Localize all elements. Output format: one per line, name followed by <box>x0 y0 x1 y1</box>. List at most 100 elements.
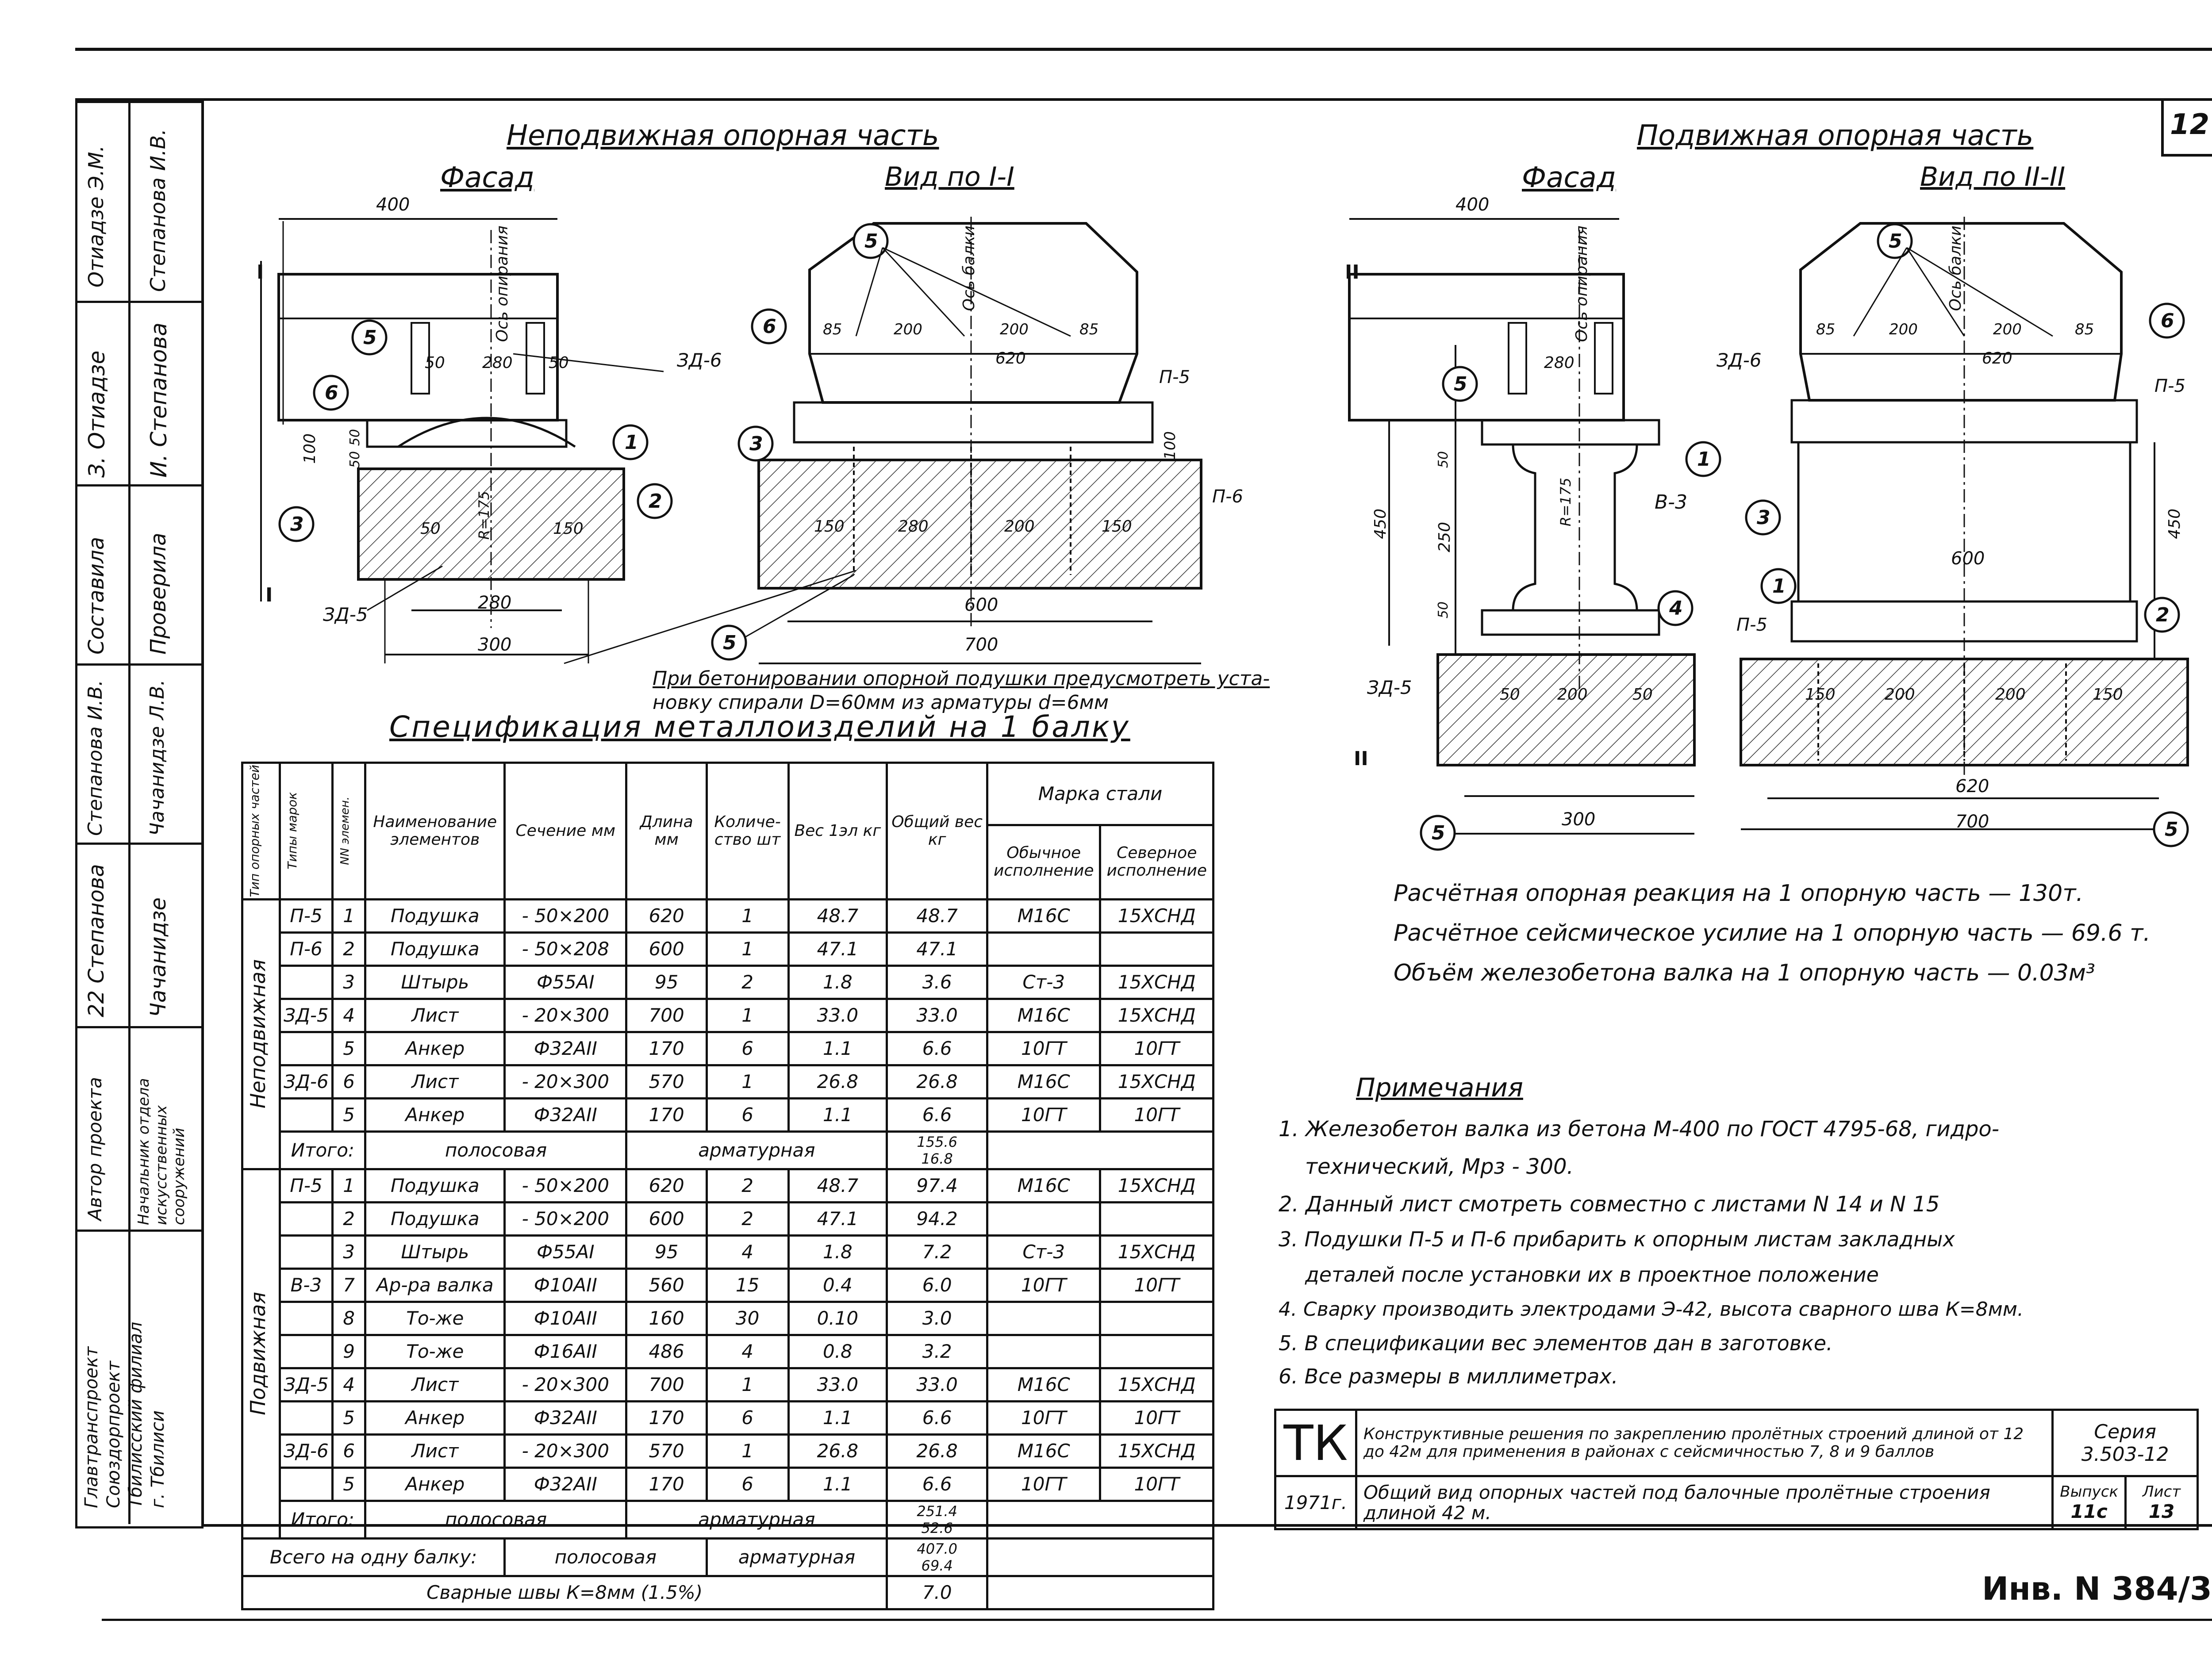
table-cell: 3.0 <box>886 1300 989 1336</box>
table-cell: 33.0 <box>886 1367 989 1402</box>
table-cell: Подушка <box>364 1168 506 1203</box>
dim-label: 150 <box>814 517 845 536</box>
table-cell: 6.6 <box>886 1400 989 1436</box>
table-cell: 5 <box>331 1030 367 1066</box>
table-cell: Анкер <box>364 1097 506 1133</box>
table-cell: 5 <box>331 1400 367 1436</box>
dim-label: 150 <box>1805 686 1836 704</box>
dim-label: 280 <box>898 517 929 536</box>
axis-label: Ось опирания <box>493 226 511 342</box>
table-cell: Ф55АI <box>503 964 628 1000</box>
left-stamp <box>75 101 204 1528</box>
table-cell: Лист <box>364 1064 506 1099</box>
table-cell: 6 <box>331 1064 367 1099</box>
table-cell: 48.7 <box>787 1168 888 1203</box>
fixed-view-drawing <box>564 217 1202 664</box>
table-cell: 9 <box>331 1333 367 1369</box>
table-cell: 1 <box>705 1367 790 1402</box>
table-cell: Ф10АII <box>503 1267 628 1303</box>
spec-title: Спецификация металлоизделий на 1 балку <box>389 710 1130 744</box>
table-cell: - 50×200 <box>503 1168 628 1203</box>
table-cell: 15ХСНД <box>1099 964 1214 1000</box>
table-cell: 15ХСНД <box>1099 898 1214 934</box>
table-cell: 3 <box>331 1234 367 1270</box>
dim-label: 620 <box>1982 349 2012 368</box>
table-cell: П-6 <box>279 931 334 967</box>
table-cell <box>279 1201 334 1237</box>
mobile-facade-drawing <box>1348 218 1721 851</box>
sheet-value: 13 <box>2148 1501 2175 1522</box>
section-mark: II <box>1354 747 1368 770</box>
table-cell: 620 <box>625 898 708 934</box>
table-cell: 0.10 <box>787 1300 888 1336</box>
table-cell <box>1099 1333 1214 1369</box>
dim-label: 620 <box>1955 776 1989 797</box>
table-cell: ЗД-6 <box>279 1433 334 1469</box>
table-cell: 33.0 <box>787 997 888 1033</box>
dim-label: 600 <box>1951 548 1985 569</box>
table-cell: Подушка <box>364 931 506 967</box>
dim-label: 50 <box>347 429 363 446</box>
table-cell: 10ГТ <box>1099 1097 1214 1133</box>
section-mark: I <box>257 261 264 283</box>
table-cell <box>279 1333 334 1369</box>
callout-6: 6 <box>763 315 776 338</box>
table-cell: П-5 <box>279 1168 334 1203</box>
table-cell: 5 <box>331 1097 367 1133</box>
table-cell: 170 <box>625 1466 708 1502</box>
table-cell: 5 <box>331 1466 367 1502</box>
table-cell <box>1099 1201 1214 1237</box>
note-1b: технический, Мрз - 300. <box>1305 1154 1574 1179</box>
axis-label: Ось балки <box>960 226 978 311</box>
table-cell: 3.2 <box>886 1333 989 1369</box>
table-cell: 15ХСНД <box>1099 1433 1214 1469</box>
p5-label: П-5 <box>2154 376 2185 396</box>
table-cell: 6.6 <box>886 1097 989 1133</box>
table-cell: 15ХСНД <box>1099 1367 1214 1402</box>
table-cell: 15ХСНД <box>1099 1234 1214 1270</box>
table-cell: 26.8 <box>886 1433 989 1469</box>
table-cell: Ф32АII <box>503 1400 628 1436</box>
dim-label: 200 <box>1889 321 1918 338</box>
group-label: Неподвижная <box>241 898 281 1170</box>
dim-label: 400 <box>376 195 410 215</box>
table-cell: То-же <box>364 1300 506 1336</box>
sheet-number-box <box>2161 101 2212 157</box>
fixed-facade-title: Фасад <box>440 161 534 194</box>
table-cell: 6 <box>705 1466 790 1502</box>
table-cell: 1 <box>705 1064 790 1099</box>
table-cell: 33.0 <box>787 1367 888 1402</box>
dim-label: 50 <box>549 354 569 372</box>
grand-total-pol: полосовая <box>503 1537 708 1577</box>
table-cell: Анкер <box>364 1400 506 1436</box>
total-arm: арматурная <box>625 1130 888 1170</box>
table-cell: Ф32АII <box>503 1030 628 1066</box>
table-cell: Ф32АII <box>503 1466 628 1502</box>
table-cell: Ст-3 <box>986 1234 1102 1270</box>
dim-label: 400 <box>1455 195 1490 215</box>
table-cell: 1 <box>705 997 790 1033</box>
table-cell: Лист <box>364 1367 506 1402</box>
table-cell: 560 <box>625 1267 708 1303</box>
table-cell: - 20×300 <box>503 1367 628 1402</box>
dim-label: 150 <box>553 520 584 538</box>
dim-label: 280 <box>482 354 513 372</box>
table-cell: 94.2 <box>886 1201 989 1237</box>
mobile-view-title: Вид по II-II <box>1920 161 2066 192</box>
table-cell: 1 <box>331 898 367 934</box>
dim-label: 200 <box>1885 686 1915 704</box>
concreting-note: При бетонировании опорной подушки предус… <box>653 667 1270 714</box>
table-cell: 600 <box>625 931 708 967</box>
table-cell: 1.1 <box>787 1400 888 1436</box>
table-cell: 26.8 <box>787 1064 888 1099</box>
